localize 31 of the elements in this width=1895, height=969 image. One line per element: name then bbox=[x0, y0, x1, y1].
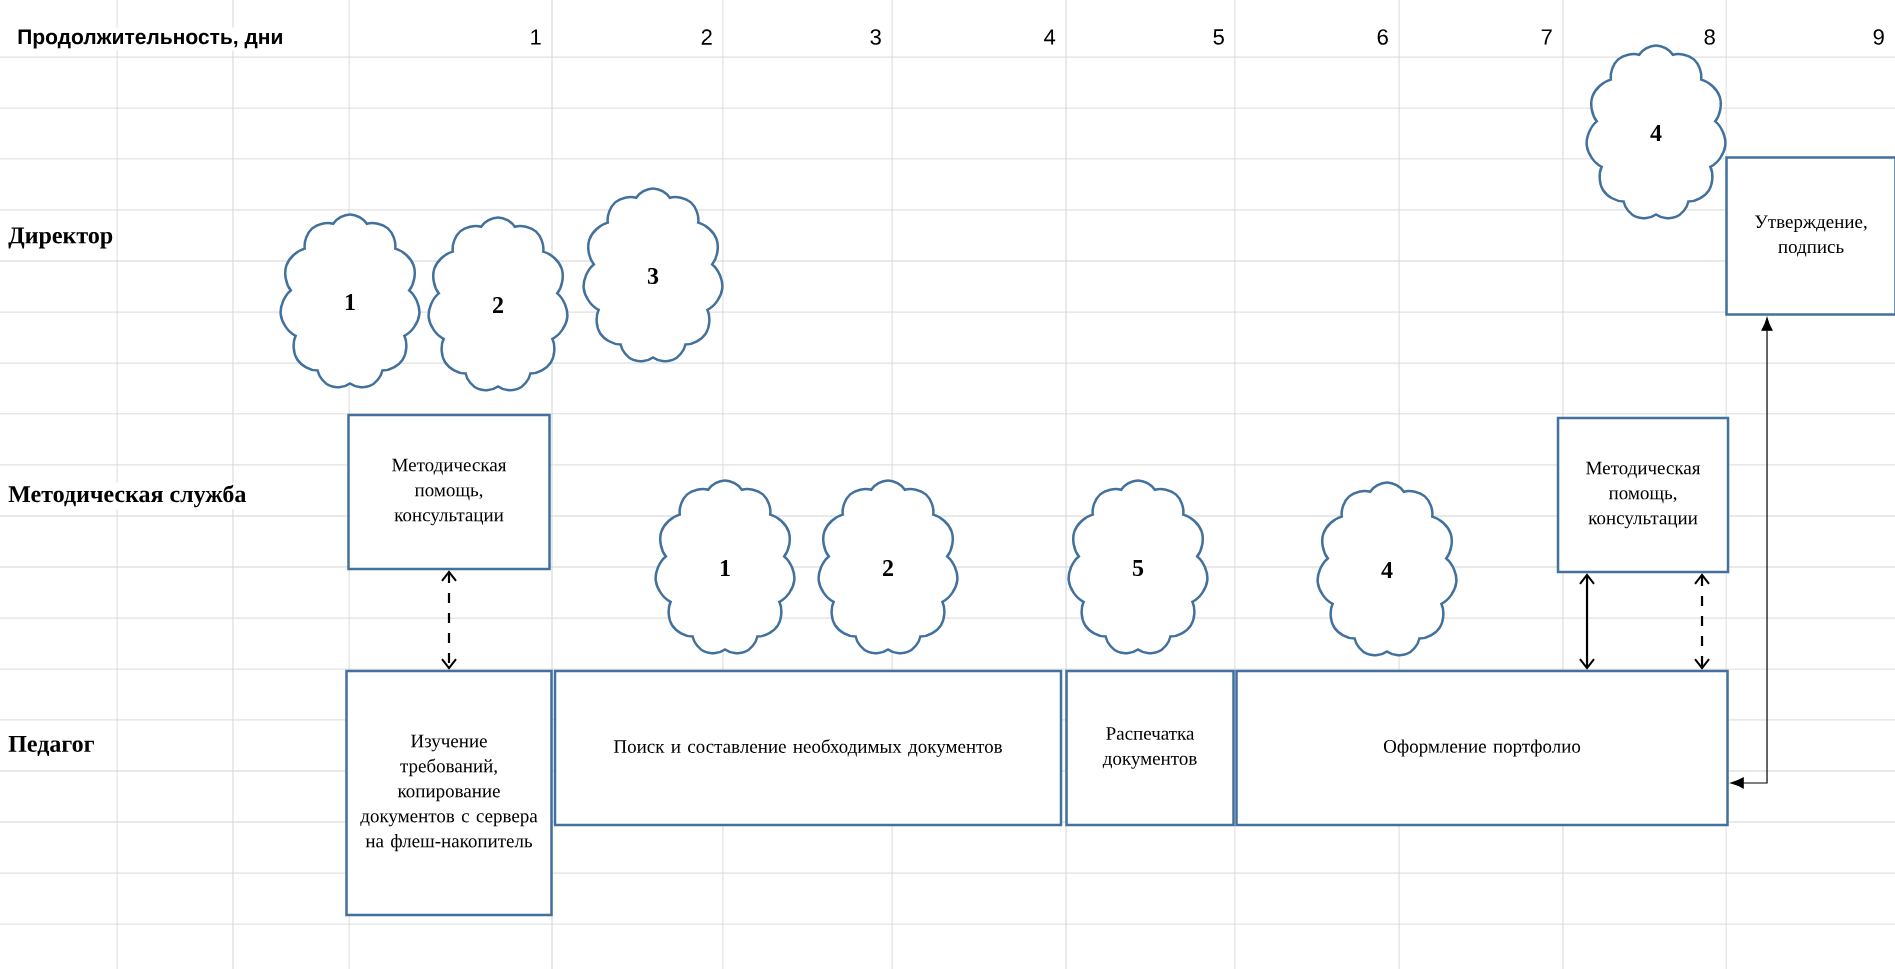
day-number: 8 bbox=[1701, 27, 1718, 47]
day-number: 3 bbox=[867, 27, 884, 47]
row-label: Методическая служба bbox=[6, 482, 249, 510]
cloud: 3 bbox=[582, 187, 724, 363]
cloud: 4 bbox=[1585, 44, 1727, 220]
day-number: 4 bbox=[1041, 27, 1058, 47]
arrow bbox=[1694, 573, 1710, 670]
process-box: Утверждение, подпись bbox=[1725, 156, 1895, 316]
day-number: 9 bbox=[1870, 27, 1887, 47]
column-header: Продолжительность, дни bbox=[15, 27, 286, 51]
cloud: 2 bbox=[427, 216, 569, 392]
process-box: Поиск и составление необходимых документов bbox=[553, 669, 1063, 827]
arrow bbox=[441, 570, 457, 670]
cloud: 1 bbox=[279, 213, 421, 389]
process-box: Распечатка документов bbox=[1065, 669, 1235, 827]
cloud: 1 bbox=[654, 479, 796, 655]
cloud: 2 bbox=[817, 479, 959, 655]
day-number: 2 bbox=[698, 27, 715, 47]
arrow bbox=[1579, 573, 1595, 670]
arrow bbox=[1730, 317, 1773, 789]
day-number: 5 bbox=[1210, 27, 1227, 47]
day-number: 7 bbox=[1538, 27, 1555, 47]
cloud: 4 bbox=[1316, 481, 1458, 657]
day-number: 6 bbox=[1374, 27, 1391, 47]
process-box: Методическая помощь, консультации bbox=[347, 413, 551, 571]
day-number: 1 bbox=[527, 27, 544, 47]
cloud: 5 bbox=[1067, 479, 1209, 655]
process-box: Методическая помощь, консультации bbox=[1556, 416, 1730, 574]
row-label: Педагог bbox=[6, 734, 97, 758]
row-label: Директор bbox=[6, 225, 116, 251]
process-box: Изучение требований, копирование документов с сервера на флеш-накопитель bbox=[345, 669, 553, 917]
